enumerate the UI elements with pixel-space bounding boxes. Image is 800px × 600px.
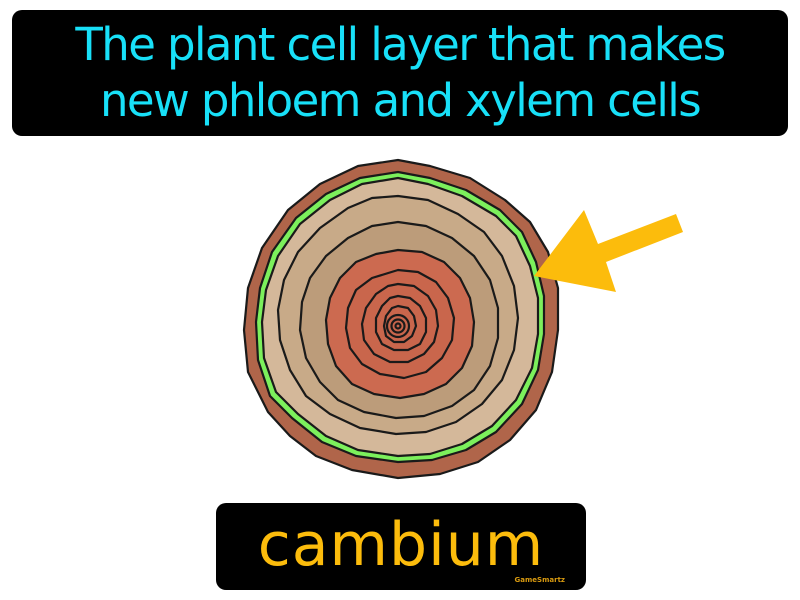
pith-center <box>394 322 402 330</box>
brand-mark: GameSmartz <box>514 576 565 584</box>
definition-line-2: new phloem and xylem cells <box>99 74 702 127</box>
heartwood-ring-3 <box>360 282 440 364</box>
tree-rings-icon <box>242 158 560 480</box>
heartwood-ring-5 <box>382 304 418 344</box>
term-box: cambium GameSmartz <box>216 503 586 590</box>
definition-box: The plant cell layer that makes new phlo… <box>12 10 788 136</box>
definition-line-1: The plant cell layer that makes <box>75 18 726 71</box>
pointer-arrow-icon <box>534 210 683 292</box>
pith-ring-2 <box>390 318 406 334</box>
pith-ring-1 <box>385 313 411 339</box>
term-word: cambium <box>257 510 545 580</box>
heartwood-ring-4 <box>374 294 428 352</box>
